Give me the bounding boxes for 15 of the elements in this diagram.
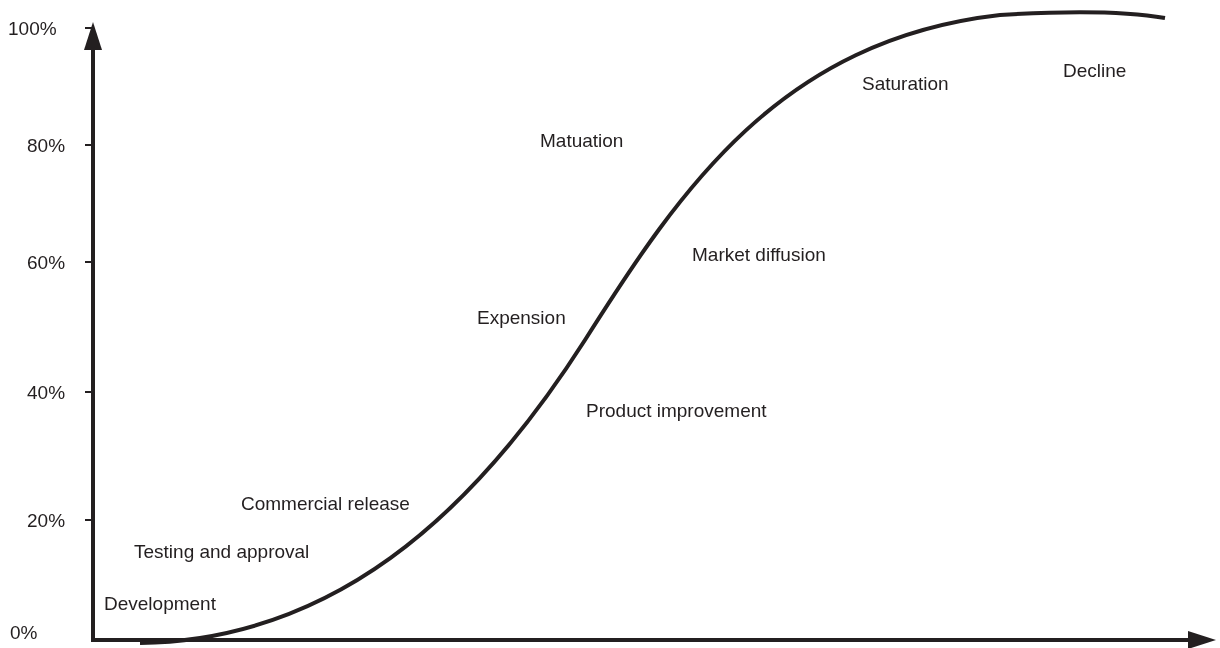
stage-label: Expension	[477, 307, 566, 329]
tick-label: 40%	[27, 382, 66, 404]
stage-label: Matuation	[540, 130, 624, 152]
stage-label: Commercial release	[241, 493, 410, 515]
stage-label: Market diffusion	[692, 244, 826, 266]
tick-label: 60%	[27, 252, 66, 274]
tick-label: 0%	[10, 622, 38, 644]
stage-label: Product improvement	[586, 400, 767, 422]
stage-label: Development	[104, 593, 216, 615]
stage-label: Saturation	[862, 73, 949, 95]
stage-label: Testing and approval	[134, 541, 310, 563]
stage-label: Decline	[1063, 60, 1127, 82]
tick-label: 80%	[27, 135, 66, 157]
tick-label: 20%	[27, 510, 66, 532]
tick-label: 100%	[8, 18, 57, 40]
